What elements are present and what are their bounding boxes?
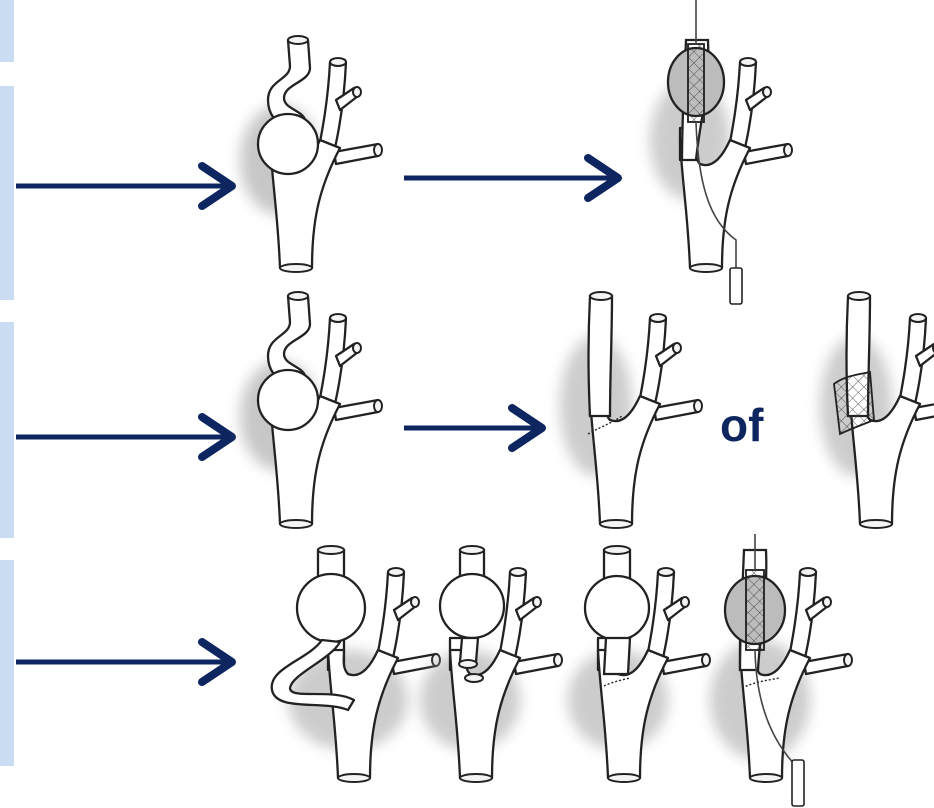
vessel-interposition-graft (820, 292, 934, 528)
vessel-endovascular-stent-1 (650, 0, 792, 304)
vessel-aneurysm-sutured (568, 546, 710, 782)
vessel-tortuous-aneurysm-1 (240, 36, 382, 272)
connector-word-of: of (720, 402, 763, 448)
vessel-tortuous-aneurysm-2 (240, 292, 382, 528)
vessel-aneurysm-excised (420, 546, 562, 782)
vessel-endovascular-stent-2 (710, 534, 852, 806)
vessel-loop-aneurysm (272, 546, 440, 782)
vessel-resection-anastomosis (560, 292, 702, 528)
